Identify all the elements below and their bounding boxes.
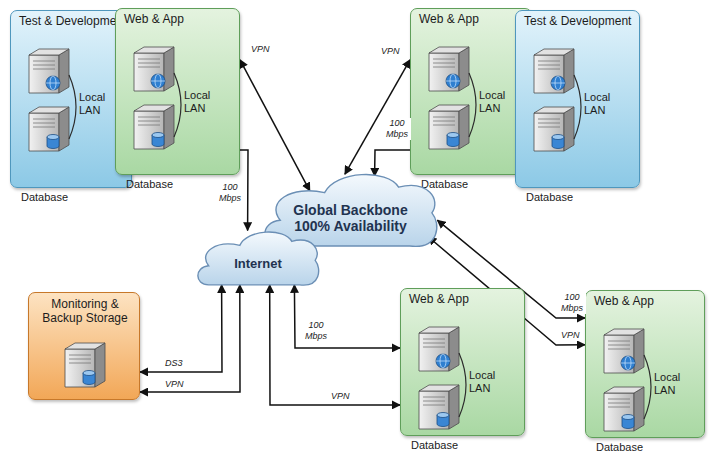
lan-label: Local LAN [469,369,503,394]
link-label: 100 Mbps [302,320,330,342]
cloud-label: Global Backbone 100% Availability [283,202,418,234]
test-dev-panel: Test & DevelopmentLocal LANDatabase [10,10,132,188]
link-label: VPN [560,330,581,341]
panel-heading: Monitoring & Backup Storage [33,298,137,326]
test-dev-panel: Test & DevelopmentLocal LANDatabase [515,10,640,188]
web-app-panel: Web & AppLocal LANDatabase [115,8,240,175]
server-icons [586,291,706,439]
database-label: Database [596,441,643,454]
database-label: Database [21,191,68,204]
link-label: 100 Mbps [558,292,586,314]
lan-label: Local LAN [654,371,688,396]
network-cloud: Internet [193,225,323,293]
lan-label: Local LAN [184,89,218,114]
link-label: 100 Mbps [383,118,411,140]
server-icons [116,9,241,176]
panel-heading: Web & App [594,295,700,309]
link-label: DS3 [164,358,184,369]
panel-heading: Web & App [419,13,527,27]
cloud-text-holder: Internet [193,225,323,293]
panel-heading: Test & Development [19,15,127,29]
network-link [375,150,410,176]
lan-label: Local LAN [479,89,513,114]
web-app-panel: Web & AppLocal LANDatabase [585,290,705,438]
link-label: VPN [330,391,351,402]
network-link [270,285,400,405]
panel-heading: Test & Development [524,15,635,29]
network-link [294,285,400,348]
monitoring-panel: Monitoring & Backup Storage [28,292,140,400]
database-label: Database [526,191,573,204]
link-label: VPN [250,44,271,55]
network-link [140,285,240,392]
network-link [345,60,410,174]
link-label: VPN [164,379,185,390]
database-label: Database [126,178,173,191]
network-link [240,60,310,191]
database-label: Database [421,178,468,191]
web-app-panel: Web & AppLocal LANDatabase [410,8,532,175]
web-app-panel: Web & AppLocal LANDatabase [400,288,525,436]
panel-heading: Web & App [409,293,520,307]
lan-label: Local LAN [584,91,618,116]
link-label: 100 Mbps [216,182,244,204]
link-label: VPN [380,46,401,57]
network-link [140,285,222,372]
server-icons [401,289,526,437]
cloud-label: Internet [234,257,282,272]
panel-heading: Web & App [124,13,235,27]
server-icons [516,11,641,189]
lan-label: Local LAN [79,91,113,116]
database-label: Database [411,439,458,452]
